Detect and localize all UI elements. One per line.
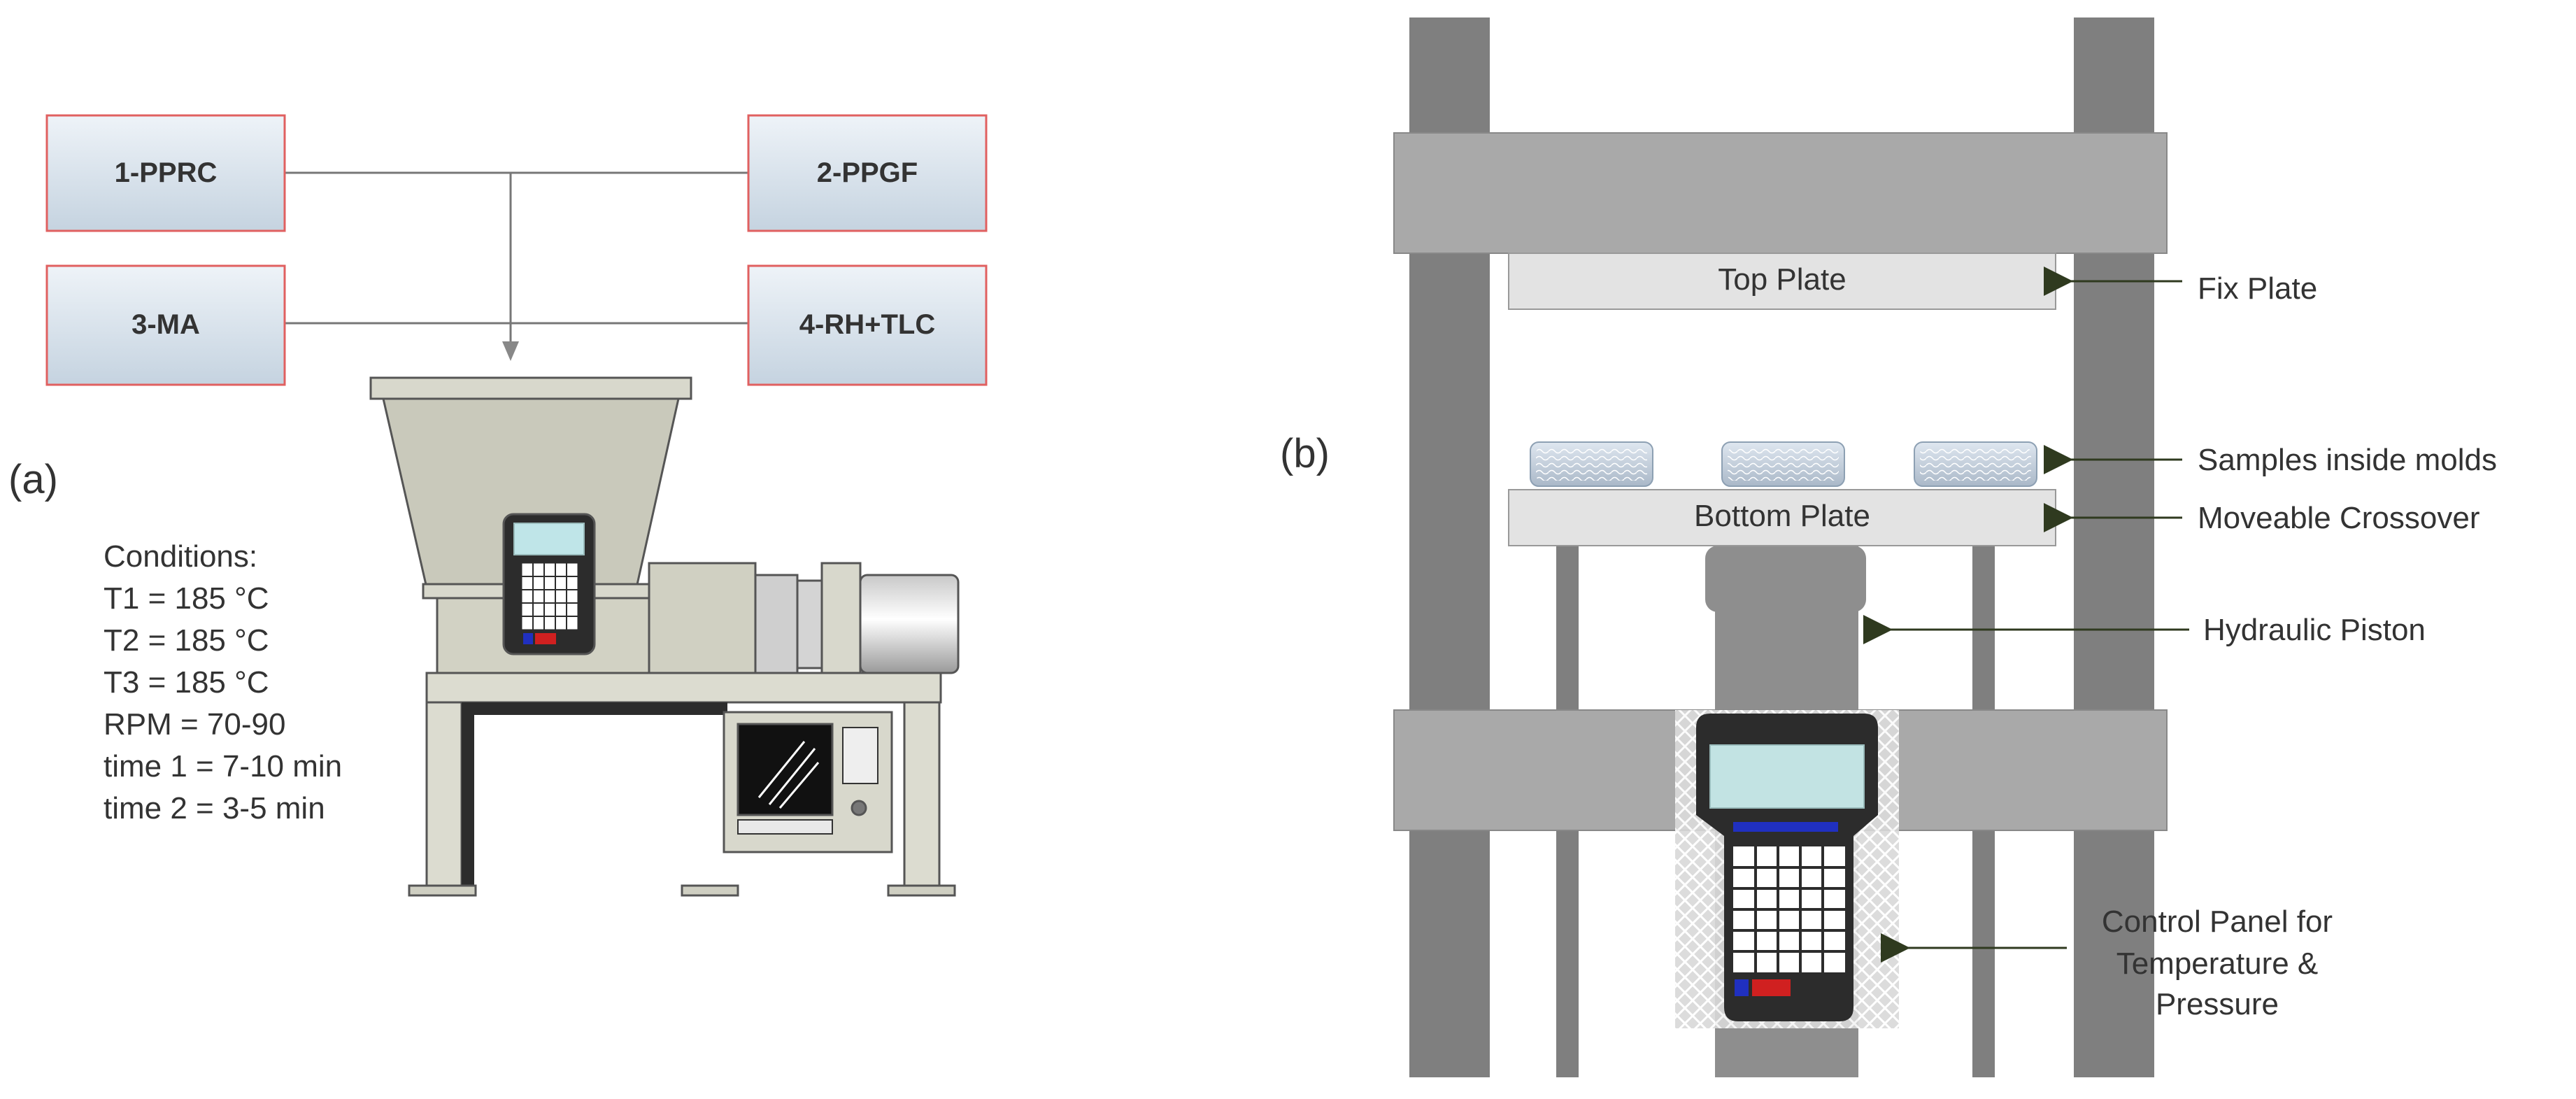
callout-control-line-2: Temperature & xyxy=(2116,946,2319,981)
table-leg-left xyxy=(425,701,463,887)
input-box-2-label: 2-PPGF xyxy=(817,157,918,188)
shaft-housing xyxy=(796,579,823,669)
sample-mold-texture xyxy=(1920,448,2031,481)
sample-mold-texture xyxy=(1728,448,1839,481)
table-foot-mid xyxy=(681,884,739,897)
bottom-plate-label: Bottom Plate xyxy=(1694,499,1870,533)
controller-b-blue-key xyxy=(1735,979,1749,996)
condition-line: time 2 = 3-5 min xyxy=(104,791,325,825)
top-plate xyxy=(1508,253,2056,310)
callout-arrows xyxy=(1863,267,2189,963)
feed-connectors xyxy=(285,171,748,343)
callout-piston: Hydraulic Piston xyxy=(2203,613,2426,647)
hydraulic-press: Top Plate Bottom Plate xyxy=(1393,17,2168,1077)
table-leg-right xyxy=(903,701,941,887)
input-box-4-label: 4-RH+TLC xyxy=(799,309,935,340)
piston-head xyxy=(1705,546,1866,612)
top-plate-label: Top Plate xyxy=(1718,262,1846,297)
cabinet-knob xyxy=(851,800,867,816)
controller-a-screen xyxy=(513,523,585,555)
input-box-1: 1-PPRC xyxy=(45,114,286,232)
controller-a-red-key xyxy=(535,633,556,644)
cabinet-screen xyxy=(736,723,834,816)
mixing-machine xyxy=(369,376,960,897)
condition-line: RPM = 70-90 xyxy=(104,707,285,742)
gearbox xyxy=(648,562,757,675)
table-foot-right xyxy=(887,884,956,897)
controller-b-red-key xyxy=(1752,979,1791,996)
controller-a-blue-key xyxy=(523,633,533,644)
coupling xyxy=(754,574,799,674)
controller-b-key-grid xyxy=(1733,846,1845,972)
condition-line: time 1 = 7-10 min xyxy=(104,749,342,784)
controller-a-key-grid xyxy=(522,563,578,630)
sample-molds xyxy=(1530,441,2037,487)
sample-mold-texture xyxy=(1536,448,1647,481)
panel-a: (a) 1-PPRC 2-PPGF 3-MA 4-RH+TLC Conditio… xyxy=(8,114,988,897)
table-inner-post xyxy=(462,702,474,886)
input-box-1-label: 1-PPRC xyxy=(115,157,218,188)
hopper-rim xyxy=(369,376,692,400)
condition-line: T3 = 185 °C xyxy=(104,665,269,700)
callout-fix-plate: Fix Plate xyxy=(2198,271,2317,306)
panel-b: (b) Top Plate Bottom Plate xyxy=(1280,17,2497,1077)
feed-arrowhead xyxy=(502,341,519,361)
motor xyxy=(859,574,960,674)
input-box-2: 2-PPGF xyxy=(747,114,988,232)
table-foot-left xyxy=(408,884,477,897)
screen-glare xyxy=(757,741,820,809)
bearing-block xyxy=(820,562,862,675)
panel-a-label: (a) xyxy=(8,457,58,502)
controller-b-screen xyxy=(1709,744,1865,809)
cabinet-keypad xyxy=(842,727,878,784)
conditions-block: Conditions: T1 = 185 °C T2 = 185 °C T3 =… xyxy=(104,539,342,825)
panel-b-label: (b) xyxy=(1280,431,1330,476)
condition-line: T2 = 185 °C xyxy=(104,623,269,658)
input-box-4: 4-RH+TLC xyxy=(747,264,988,386)
input-box-3-label: 3-MA xyxy=(131,309,200,340)
table-top xyxy=(425,672,942,704)
callout-control-line-1: Control Panel for xyxy=(2102,905,2333,939)
condition-line: T1 = 185 °C xyxy=(104,581,269,616)
callout-control-line-3: Pressure xyxy=(2156,987,2279,1021)
input-box-3: 3-MA xyxy=(45,264,286,386)
controller-b-blue-keys xyxy=(1733,822,1838,832)
controller-a-keys xyxy=(521,562,578,630)
callout-crossover: Moveable Crossover xyxy=(2198,501,2480,535)
bottom-plate xyxy=(1508,489,2056,546)
table-inner-frame xyxy=(462,702,727,715)
cabinet-strip xyxy=(737,819,833,835)
callout-samples: Samples inside molds xyxy=(2198,443,2497,477)
conditions-title: Conditions: xyxy=(104,539,257,574)
top-crosshead xyxy=(1393,132,2168,254)
